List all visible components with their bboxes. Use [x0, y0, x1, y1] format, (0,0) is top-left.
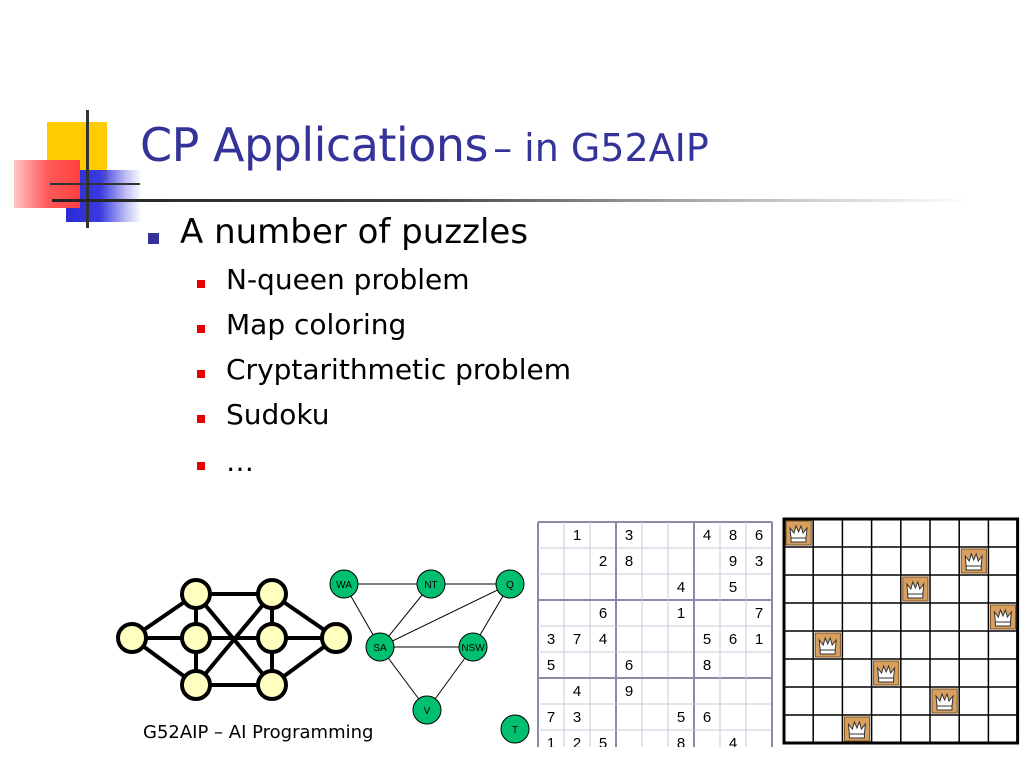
queen-icon	[989, 604, 1017, 630]
sub-bullet-text: Map coloring	[226, 308, 407, 341]
queen-icon	[785, 520, 812, 546]
sudoku-cell-value: 5	[729, 579, 737, 596]
slide-footer: G52AIP – AI Programming	[143, 722, 374, 743]
graph-node	[180, 578, 212, 610]
sudoku-cell-value: 5	[547, 657, 555, 674]
sudoku-cell-value: 8	[677, 735, 685, 747]
queen-icon	[960, 548, 987, 574]
sudoku-cell-value: 1	[755, 631, 763, 648]
graph-node	[256, 669, 288, 701]
sudoku-cell-value: 3	[573, 709, 581, 726]
sudoku-cell-value: 6	[625, 657, 633, 674]
sudoku-cell-value: 1	[573, 527, 581, 544]
sudoku-cell-value: 4	[573, 683, 581, 700]
sudoku-cell-value: 7	[573, 631, 581, 648]
sub-bullet-text: Cryptarithmetic problem	[226, 353, 571, 386]
sudoku-cell-value: 3	[547, 631, 555, 648]
sudoku-cell-value: 4	[599, 631, 607, 648]
sudoku-cell-value: 2	[599, 553, 607, 570]
map-node-t	[500, 714, 530, 744]
sub-bullet-square-icon	[197, 462, 205, 470]
title-suffix: – in G52AIP	[493, 126, 709, 170]
bullet-text: A number of puzzles	[180, 212, 529, 252]
map-node-label: NSW	[461, 643, 485, 654]
sudoku-cell-value: 5	[703, 631, 711, 648]
sudoku-cell-value: 9	[625, 683, 633, 700]
sudoku-grid: 1 3 4 8 6 2 8 9 3 4 5 6 1 7 3 7 4 5 6 1 5 6 8 4 9 7 3 5 6 1 2 5 8 4	[537, 521, 773, 747]
puzzle-graph-diagram	[116, 578, 352, 701]
sudoku-cell-value: 1	[547, 735, 555, 747]
graph-node	[180, 669, 212, 701]
sub-bullet-text: N-queen problem	[226, 263, 470, 296]
graph-node	[180, 622, 212, 654]
deco-vertical-line	[86, 110, 89, 228]
sudoku-cell-value: 6	[755, 527, 763, 544]
sudoku-cell-value: 3	[755, 553, 763, 570]
queen-icon	[902, 576, 929, 602]
deco-horizontal-line	[50, 183, 140, 185]
title-main: CP Applications	[140, 118, 488, 172]
queen-icon	[931, 688, 958, 714]
sudoku-cell-value: 4	[729, 735, 737, 747]
sudoku-cell-value: 8	[729, 527, 737, 544]
map-node-label: NT	[424, 580, 437, 591]
title-rule	[52, 199, 972, 202]
map-node-sa	[365, 632, 395, 662]
sudoku-background	[538, 522, 772, 747]
sudoku-cell-value: 2	[573, 735, 581, 747]
queen-icon	[843, 716, 871, 742]
sub-bullet-square-icon	[197, 370, 205, 378]
sudoku-cell-value: 7	[547, 709, 555, 726]
sudoku-cell-value: 5	[677, 709, 685, 726]
slide-title: CP Applications – in G52AIP	[140, 118, 709, 172]
sudoku-cell-value: 1	[677, 605, 685, 622]
sub-bullet-text: Sudoku	[226, 398, 330, 431]
queen-icon	[814, 632, 841, 658]
sub-bullet-text: …	[226, 445, 254, 478]
sudoku-cell-value: 6	[703, 709, 711, 726]
sub-bullet-square-icon	[197, 325, 205, 333]
queen-icon	[873, 660, 900, 686]
graph-node	[256, 578, 288, 610]
sudoku-cell-value: 8	[625, 553, 633, 570]
map-node-label: V	[424, 706, 431, 717]
map-node-q	[495, 569, 525, 599]
sub-bullet-square-icon	[197, 280, 205, 288]
map-node-v	[412, 695, 442, 725]
sudoku-cell-value: 4	[677, 579, 685, 596]
sudoku-cell-value: 5	[599, 735, 607, 747]
map-node-label: WA	[336, 580, 352, 591]
map-node-label: Q	[506, 580, 514, 591]
sudoku-cell-value: 6	[599, 605, 607, 622]
sudoku-cell-value: 8	[703, 657, 711, 674]
sub-bullet-square-icon	[197, 415, 205, 423]
map-node-nsw	[458, 632, 488, 662]
map-coloring-graph: WA NT Q SA NSW V T	[329, 569, 530, 744]
bullet-square-icon	[148, 233, 159, 244]
map-node-wa	[329, 569, 359, 599]
graph-node	[116, 622, 148, 654]
map-node-nt	[416, 569, 446, 599]
sudoku-cell-value: 7	[755, 605, 763, 622]
graph-node	[256, 622, 288, 654]
n-queen-board	[782, 517, 1020, 745]
map-node-label: SA	[373, 643, 387, 654]
sudoku-cell-value: 4	[703, 527, 711, 544]
sudoku-cell-value: 3	[625, 527, 633, 544]
graph-node	[320, 622, 352, 654]
sudoku-cell-value: 9	[729, 553, 737, 570]
map-node-label: T	[512, 725, 518, 736]
sudoku-cell-value: 6	[729, 631, 737, 648]
